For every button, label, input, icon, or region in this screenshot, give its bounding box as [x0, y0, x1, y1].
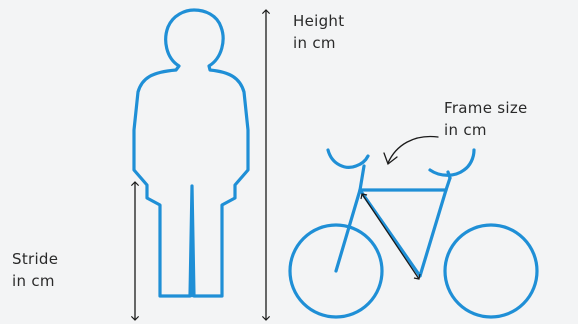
bicycle-outline-icon	[290, 150, 537, 317]
frame-size-label-line1: Frame size	[444, 97, 528, 119]
height-label-line2: in cm	[293, 32, 344, 54]
stride-label-line2: in cm	[12, 270, 58, 292]
frame-size-arrow-icon	[362, 194, 419, 279]
height-label-line1: Height	[293, 10, 344, 32]
frame-size-label-line2: in cm	[444, 119, 528, 141]
stride-label-line1: Stride	[12, 248, 58, 270]
front-wheel	[445, 225, 537, 317]
height-label: Height in cm	[293, 10, 344, 54]
curved-pointer-arrow-icon	[384, 137, 438, 164]
stride-label: Stride in cm	[12, 248, 58, 292]
person-outline-icon	[134, 10, 248, 296]
frame-size-label: Frame size in cm	[444, 97, 528, 141]
